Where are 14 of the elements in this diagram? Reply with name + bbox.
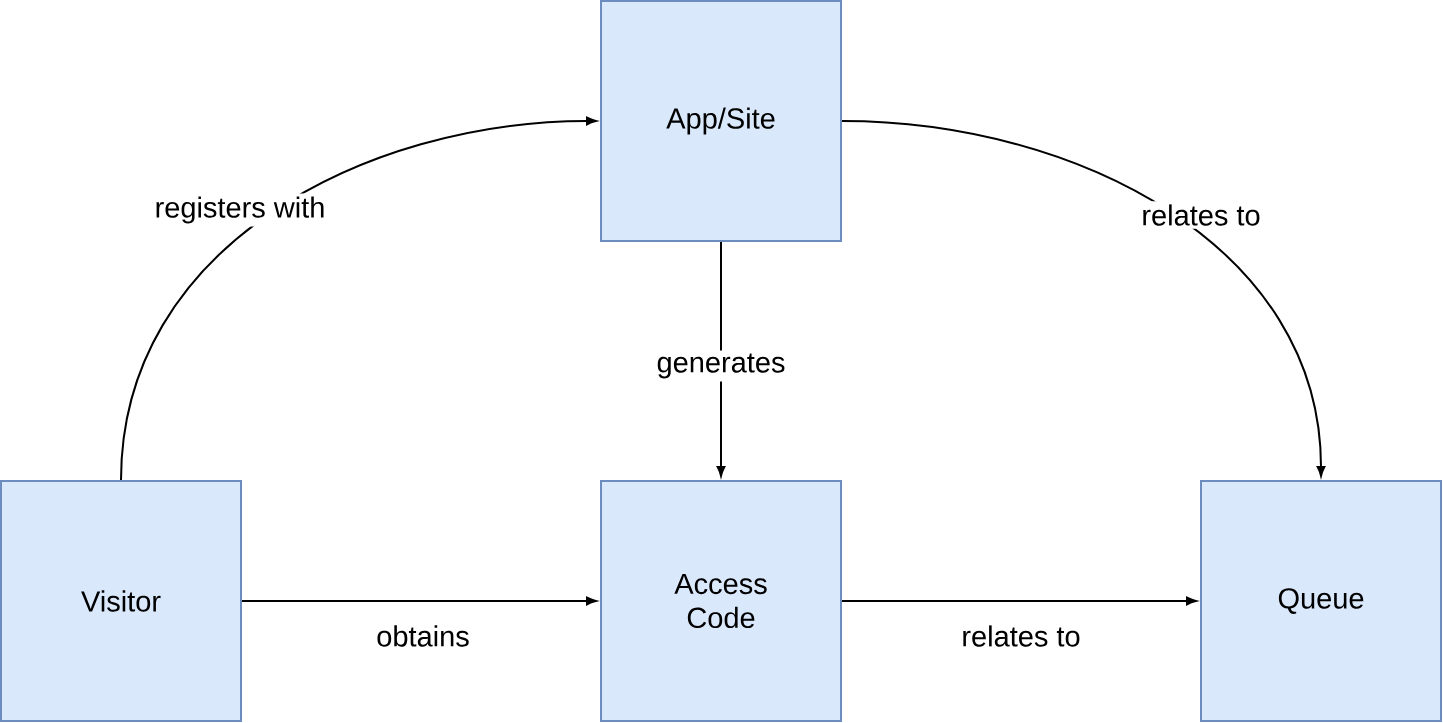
edge-label: registers with	[151, 193, 329, 227]
arrow	[241, 596, 597, 606]
edge-label: relates to	[1138, 201, 1264, 229]
arrow	[841, 120, 1326, 477]
process-box: Access Code	[600, 480, 842, 722]
edge-label: relates to	[958, 622, 1084, 650]
process-box: App/Site	[600, 0, 842, 242]
edge-label: generates	[653, 350, 789, 382]
arrow	[120, 116, 597, 481]
edge-label: obtains	[373, 622, 473, 650]
process-box: Visitor	[0, 480, 242, 722]
arrow	[716, 241, 726, 477]
arrow	[841, 596, 1197, 606]
process-box: Queue	[1200, 480, 1442, 722]
